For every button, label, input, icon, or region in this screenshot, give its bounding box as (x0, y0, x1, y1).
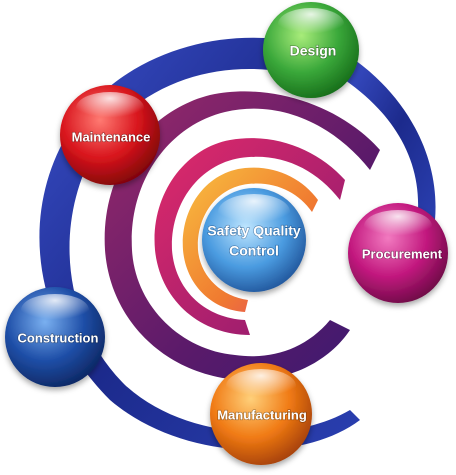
construction-gloss (21, 294, 89, 326)
procurement-label: Procurement (362, 246, 443, 261)
node-maintenance (60, 85, 160, 185)
swirl-graphic (39, 37, 436, 450)
design-label: Design (290, 43, 337, 59)
node-procurement (348, 203, 448, 303)
procurement-gloss (364, 210, 432, 242)
node-design (263, 2, 359, 98)
node-manufacturing (210, 363, 312, 465)
outer-blue-swirl-right (345, 60, 436, 220)
center-gloss (218, 194, 290, 230)
center-label-line2: Control (229, 243, 279, 259)
center-node (202, 188, 306, 292)
design-gloss (278, 8, 344, 40)
node-construction (5, 287, 105, 387)
maintenance-gloss (76, 92, 144, 124)
manufacturing-label: Manufacturing (217, 407, 307, 422)
construction-label: Construction (18, 330, 99, 345)
center-label-line1: Safety Quality (207, 223, 301, 239)
manufacturing-gloss (226, 369, 296, 403)
maintenance-label: Maintenance (72, 129, 151, 144)
